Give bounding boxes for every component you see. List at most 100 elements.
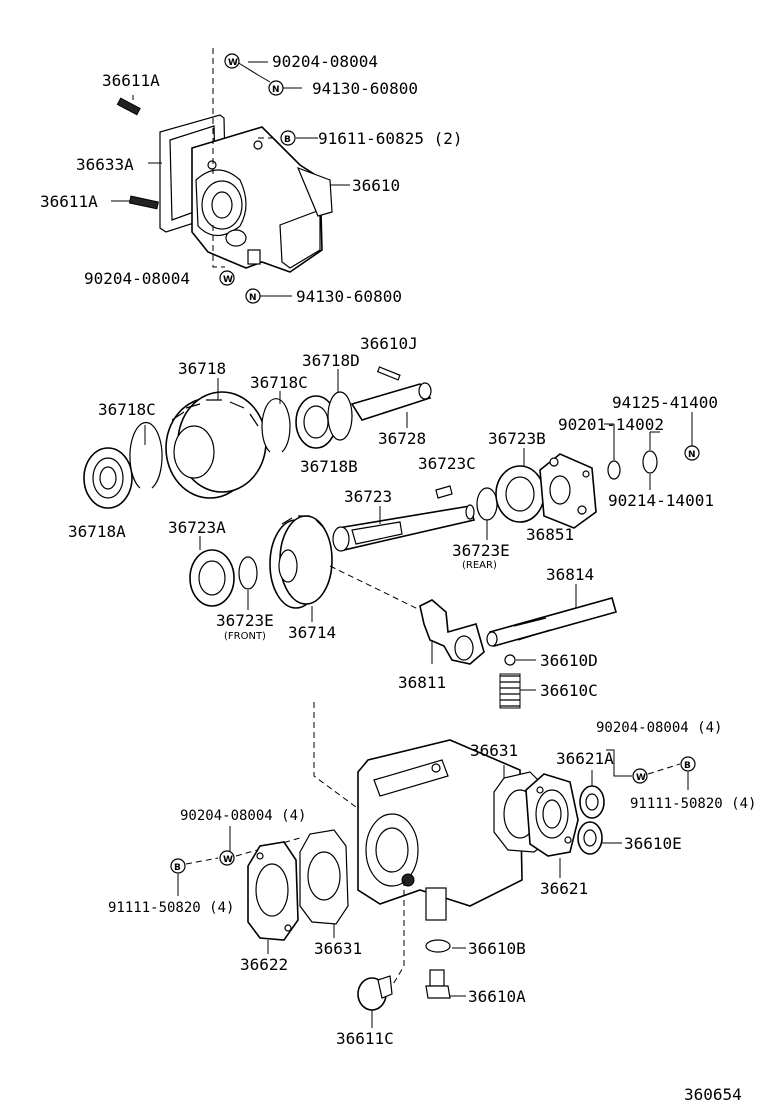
svg-text:B: B [684, 761, 691, 771]
ring-36718d [327, 391, 353, 441]
nut-icon: N [684, 445, 700, 461]
bearing-36621a [579, 785, 605, 819]
gasket-36631-bottom [299, 829, 349, 925]
label-36611a-top: 36611A [102, 71, 160, 90]
extension-housing [357, 739, 523, 921]
label-36610: 36610 [352, 176, 400, 195]
label-36718d: 36718D [302, 351, 360, 370]
lower-housing-assembly: W B W B [170, 702, 696, 1028]
washer-90201 [607, 460, 621, 480]
label-90204-top: 90204-08004 [272, 52, 378, 71]
spring-36610c [499, 673, 521, 709]
label-91611: 91611-60825 (2) [318, 129, 463, 148]
output-shaft-36723 [332, 504, 476, 552]
washer-icon: W [632, 768, 648, 784]
label-36723a: 36723A [168, 518, 226, 537]
gear-36718 [165, 391, 267, 499]
nut-icon: N [268, 80, 284, 96]
label-front-note: (FRONT) [224, 631, 266, 642]
label-94130-top: 94130-60800 [312, 79, 418, 98]
gasket-36610b [425, 939, 451, 953]
adapter-housing-36610 [191, 126, 333, 273]
part-labels: 36611A 36633A 36611A 90204-08004 94130-6… [40, 52, 756, 1104]
label-90204-4-right: 90204-08004 (4) [596, 720, 722, 736]
label-91111-left: 91111-50820 (4) [108, 900, 234, 916]
label-90214: 90214-14001 [608, 491, 714, 510]
gear-train-assembly: N [83, 366, 700, 709]
plate-36622 [247, 841, 299, 941]
label-36611a-mid: 36611A [40, 192, 98, 211]
label-36610d: 36610D [540, 651, 598, 670]
svg-text:N: N [688, 450, 696, 460]
label-90201: 90201-14002 [558, 415, 664, 434]
label-36723e-rear: 36723E [452, 541, 510, 560]
stud-36611a-top [116, 97, 141, 116]
plug-36611c [357, 975, 393, 1011]
label-36621a: 36621A [556, 749, 614, 768]
shaft-36728 [350, 382, 432, 421]
svg-text:W: W [223, 275, 233, 285]
ring-36723e-rear [476, 487, 498, 521]
seal-36610e [577, 821, 603, 855]
label-36718b: 36718B [300, 457, 358, 476]
washer-icon: W [219, 850, 235, 866]
label-36633a: 36633A [76, 155, 134, 174]
bearing-36723b [495, 465, 545, 523]
label-94130-mid: 94130-60800 [296, 287, 402, 306]
svg-text:W: W [636, 773, 646, 783]
washer-icon: W [224, 53, 240, 69]
bolt-icon: B [170, 858, 186, 874]
nut-icon: N [245, 288, 261, 304]
label-36611c: 36611C [336, 1029, 394, 1048]
diagram-id: 360654 [684, 1085, 742, 1104]
label-36718c-a: 36718C [98, 400, 156, 419]
label-36723: 36723 [344, 487, 392, 506]
bearing-36723a [189, 549, 235, 607]
gear-36714 [269, 515, 333, 609]
label-36621: 36621 [540, 879, 588, 898]
label-36631-top: 36631 [470, 741, 518, 760]
bearing-36718b [295, 395, 337, 449]
label-36723e-front: 36723E [216, 611, 274, 630]
label-36728: 36728 [378, 429, 426, 448]
svg-text:B: B [284, 135, 291, 145]
label-36723c: 36723C [418, 454, 476, 473]
label-90204-4-left: 90204-08004 (4) [180, 808, 306, 824]
label-36718c-b: 36718C [250, 373, 308, 392]
svg-text:B: B [174, 863, 181, 873]
svg-text:W: W [228, 58, 238, 68]
shift-fork-36811 [419, 599, 485, 665]
label-94125: 94125-41400 [612, 393, 718, 412]
upper-housing-assembly: W N B W N [111, 48, 350, 304]
label-36718a: 36718A [68, 522, 126, 541]
label-36631-bottom: 36631 [314, 939, 362, 958]
label-36714: 36714 [288, 623, 336, 642]
key-36723c [435, 485, 453, 499]
label-90204-mid: 90204-08004 [84, 269, 190, 288]
label-36718: 36718 [178, 359, 226, 378]
bearing-36718a [83, 447, 133, 509]
label-36610c: 36610C [540, 681, 598, 700]
label-36610b: 36610B [468, 939, 526, 958]
label-36610a: 36610A [468, 987, 526, 1006]
plug-36610a [425, 969, 451, 999]
label-91111-right: 91111-50820 (4) [630, 796, 756, 812]
pin-36610j [376, 366, 401, 381]
stud-36611a-mid [128, 195, 159, 210]
retainer-36851 [539, 453, 597, 529]
bolt-icon: B [280, 130, 296, 146]
label-36622: 36622 [240, 955, 288, 974]
label-36811: 36811 [398, 673, 446, 692]
snap-ring-36718c-right [261, 398, 291, 453]
label-36610e: 36610E [624, 834, 682, 853]
svg-text:W: W [223, 855, 233, 865]
label-36723b: 36723B [488, 429, 546, 448]
label-36814: 36814 [546, 565, 594, 584]
snap-ring-36718c-left [129, 421, 163, 489]
ring-36723e-front [238, 556, 258, 590]
bolt-icon: B [680, 756, 696, 772]
svg-text:N: N [249, 293, 257, 303]
label-36851: 36851 [526, 525, 574, 544]
svg-text:N: N [272, 85, 280, 95]
